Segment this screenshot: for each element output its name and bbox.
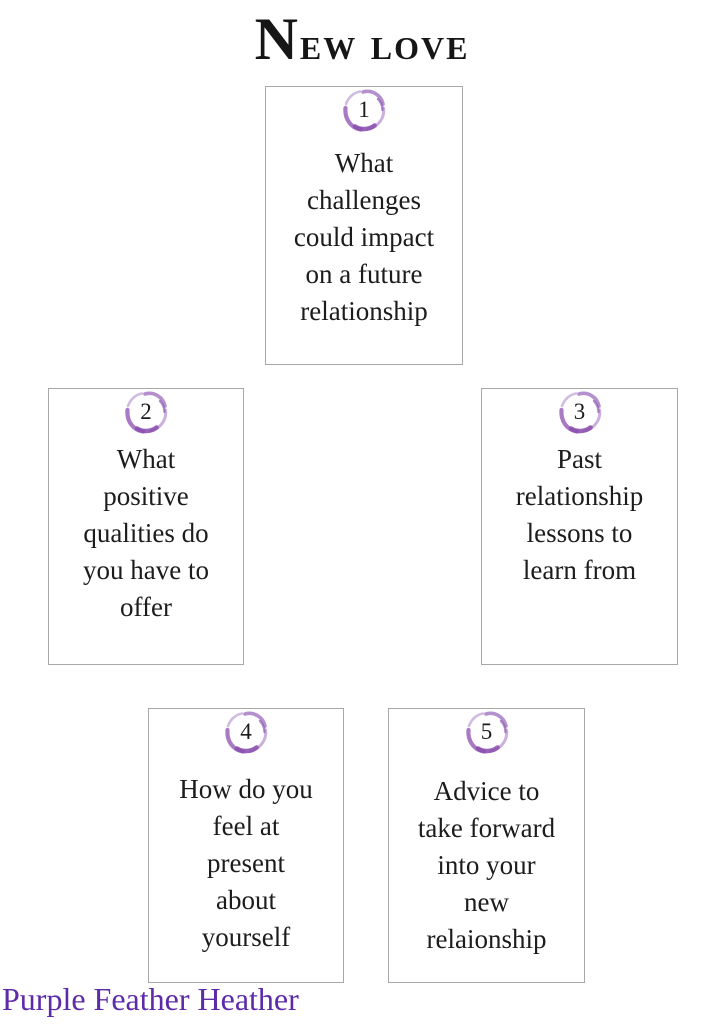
card-number: 2 <box>140 399 152 424</box>
spread-card-4: 4 How do you feel at present about yours… <box>148 708 344 983</box>
card-number-badge: 3 <box>558 390 602 434</box>
card-position-label: Past relationship lessons to learn from <box>515 444 644 585</box>
spread-card-3: 3 Past relationship lessons to learn fro… <box>481 388 678 665</box>
card-number-badge: 4 <box>224 710 268 754</box>
card-number: 3 <box>573 399 586 424</box>
spread-card-5: 5 Advice to take forward into your new r… <box>388 708 585 983</box>
card-position-label: What positive qualities do you have to o… <box>83 444 209 622</box>
card-number: 5 <box>480 719 493 744</box>
card-number: 4 <box>240 719 252 744</box>
card-number: 1 <box>358 97 370 122</box>
spread-card-2: 2 What positive qualities do you have to… <box>48 388 244 665</box>
spread-card-1: 1 What challenges could impact on a futu… <box>265 86 463 365</box>
footer-credit: Purple Feather Heather <box>2 981 299 1017</box>
card-position-label: How do you feel at present about yoursel… <box>179 774 313 952</box>
card-position-label: What challenges could impact on a future… <box>293 148 435 326</box>
page-title: New love <box>254 6 470 72</box>
card-number-badge: 5 <box>465 710 509 754</box>
card-position-label: Advice to take forward into your new rel… <box>417 776 556 954</box>
card-number-badge: 1 <box>342 88 386 132</box>
card-number-badge: 2 <box>124 390 168 434</box>
